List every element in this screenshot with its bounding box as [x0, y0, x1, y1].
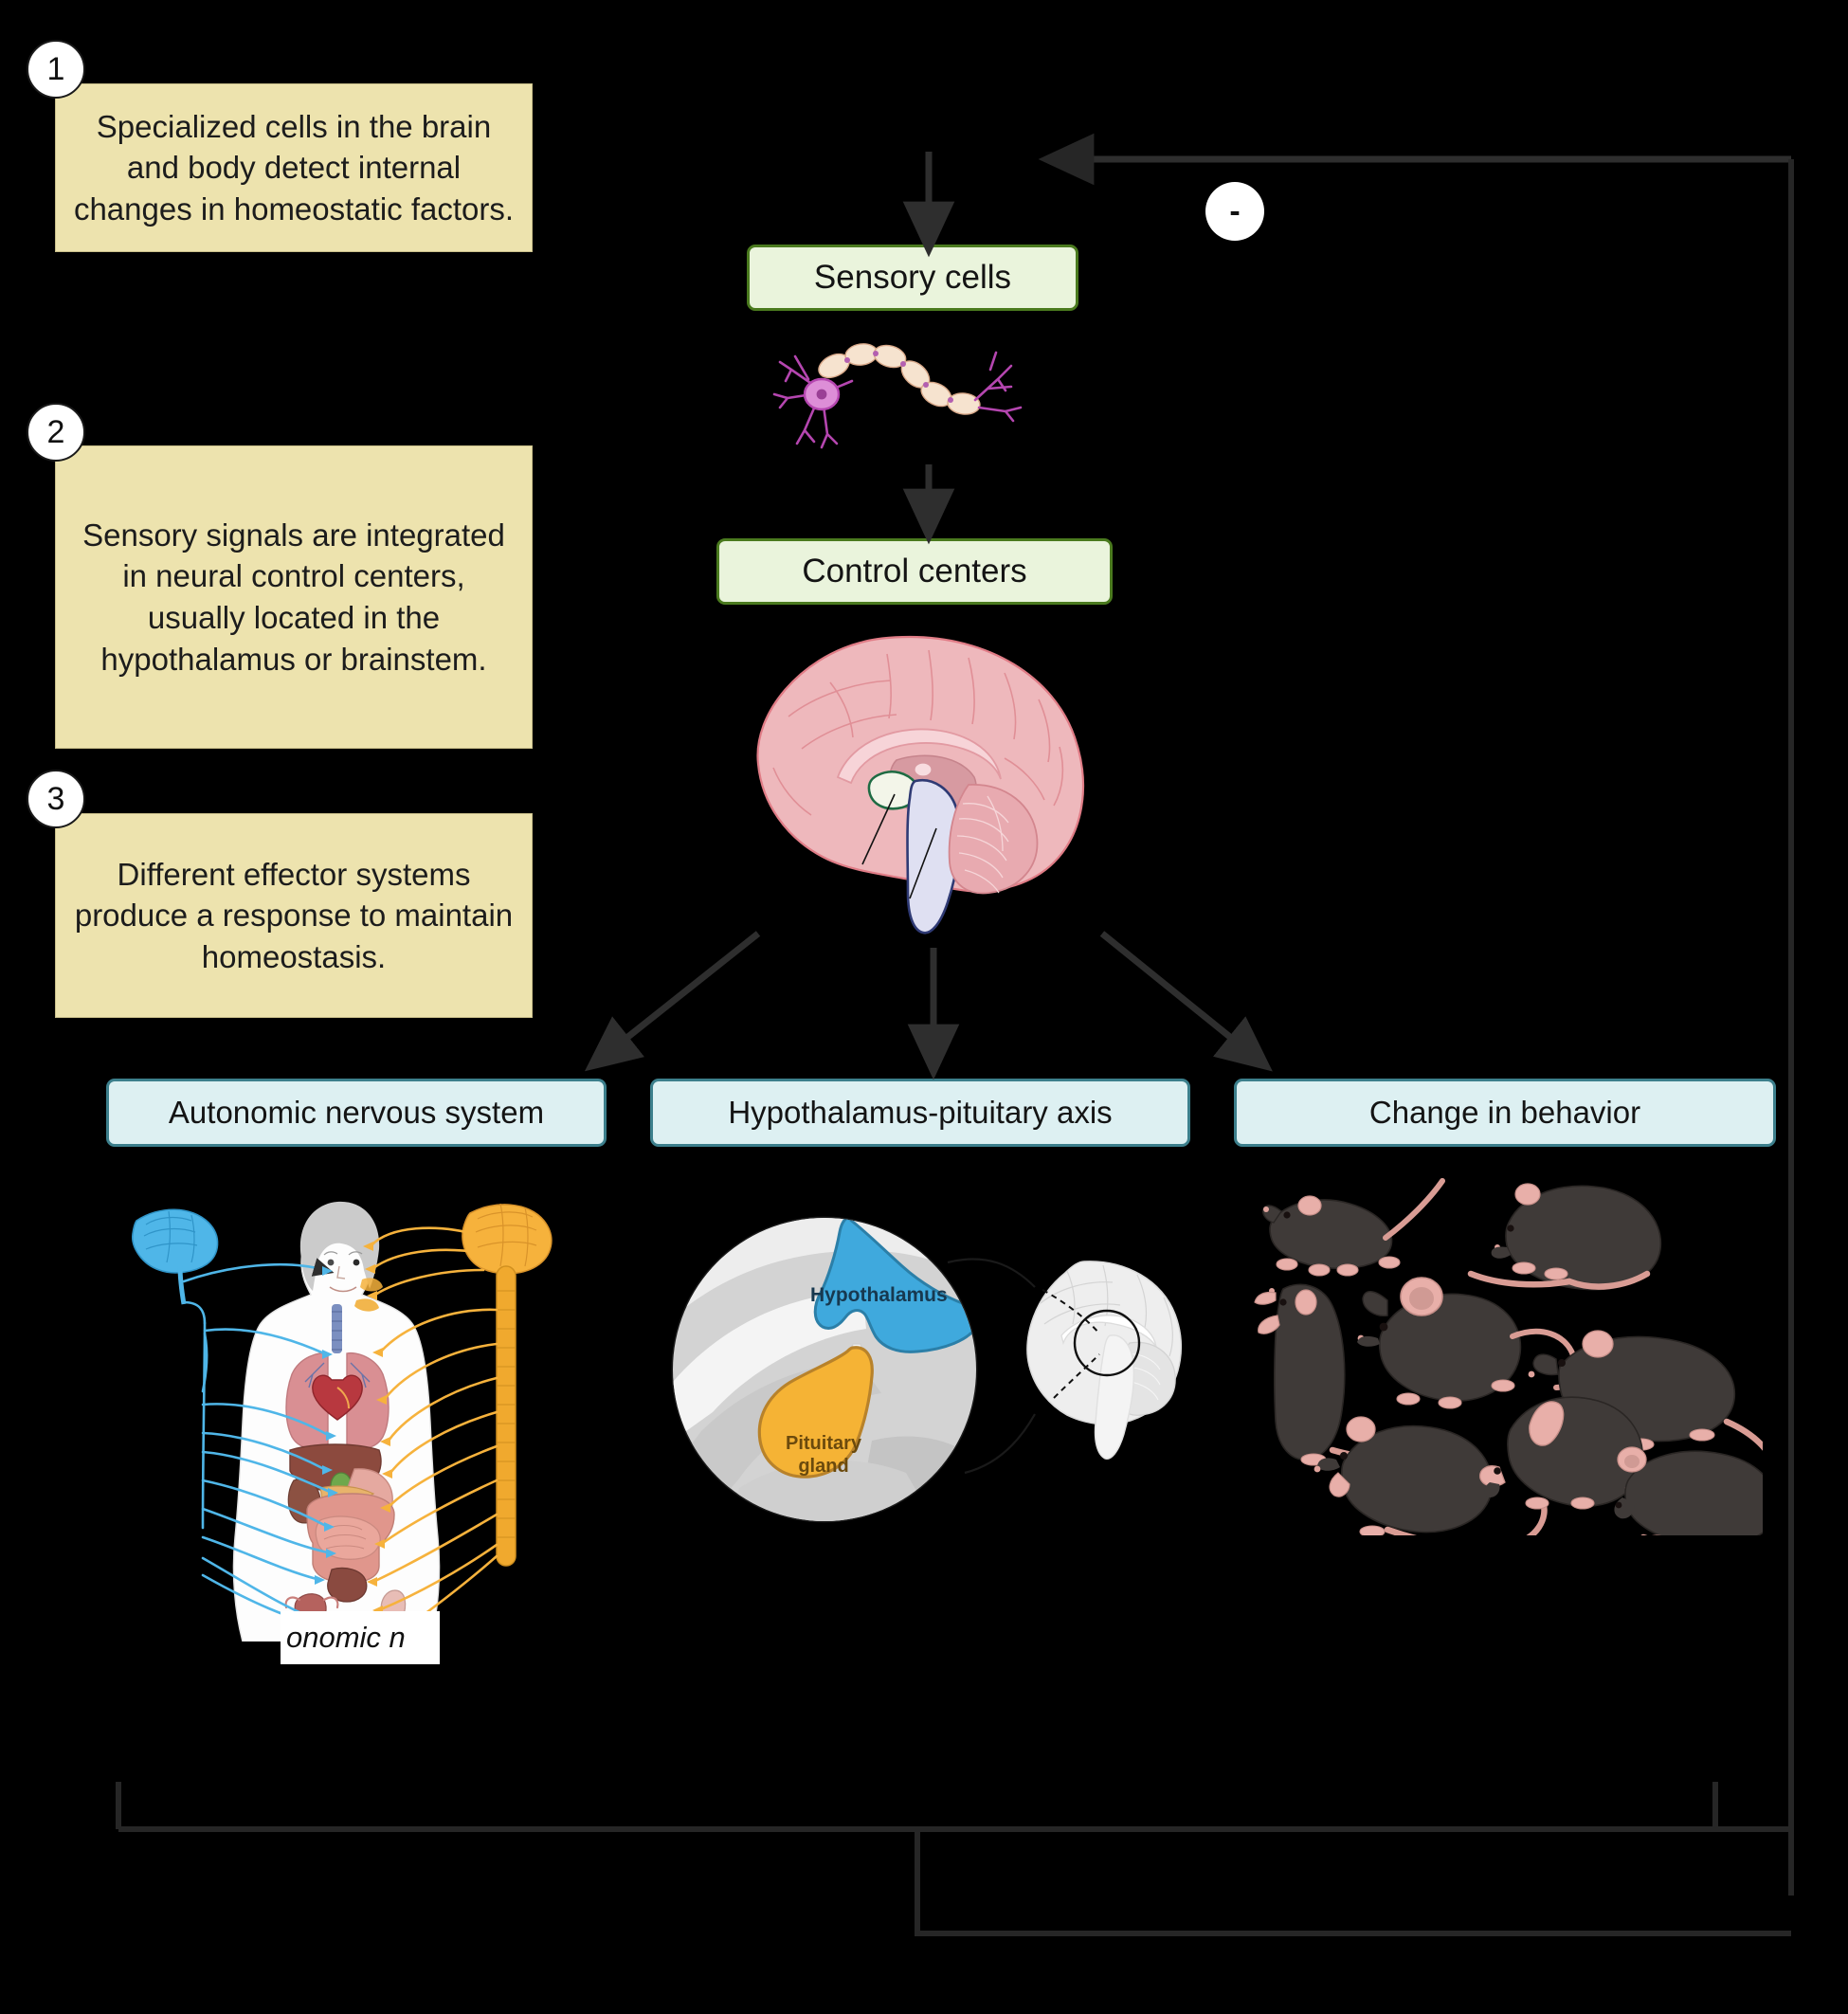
pituitary-inset-label-line1: Pituitary [785, 1433, 862, 1454]
step-badge-1: 1 [27, 40, 85, 99]
control-centers-box[interactable]: Control centers [716, 538, 1113, 605]
hypothalamus-inset-label: Hypothalamus [810, 1284, 948, 1306]
callout-step-3: Different effector systems produce a res… [55, 813, 533, 1018]
step-badge-3: 3 [27, 770, 85, 828]
ans-caption-occluded: onomic n [281, 1611, 440, 1664]
effector-box-hypothalamus-pituitary-axis[interactable]: Hypothalamus-pituitary axis [650, 1079, 1190, 1147]
pituitary-inset-label-line2: gland [798, 1456, 849, 1477]
callout-step-1: Specialized cells in the brain and body … [55, 83, 533, 252]
callout-step-2: Sensory signals are integrated in neural… [55, 445, 533, 749]
effector-box-change-in-behavior[interactable]: Change in behavior [1234, 1079, 1776, 1147]
negative-feedback-node: - [1205, 182, 1264, 241]
effector-box-autonomic-nervous-system[interactable]: Autonomic nervous system [106, 1079, 607, 1147]
neuron-illustration [763, 332, 1038, 455]
autonomic-nervous-system-illustration [104, 1168, 569, 1642]
brain-sagittal-illustration [720, 626, 1099, 948]
hypothalamus-pituitary-illustration [663, 1204, 1213, 1545]
step-badge-2: 2 [27, 403, 85, 462]
mice-behavior-illustration [1223, 1166, 1803, 1579]
sensory-cells-box[interactable]: Sensory cells [747, 245, 1078, 311]
